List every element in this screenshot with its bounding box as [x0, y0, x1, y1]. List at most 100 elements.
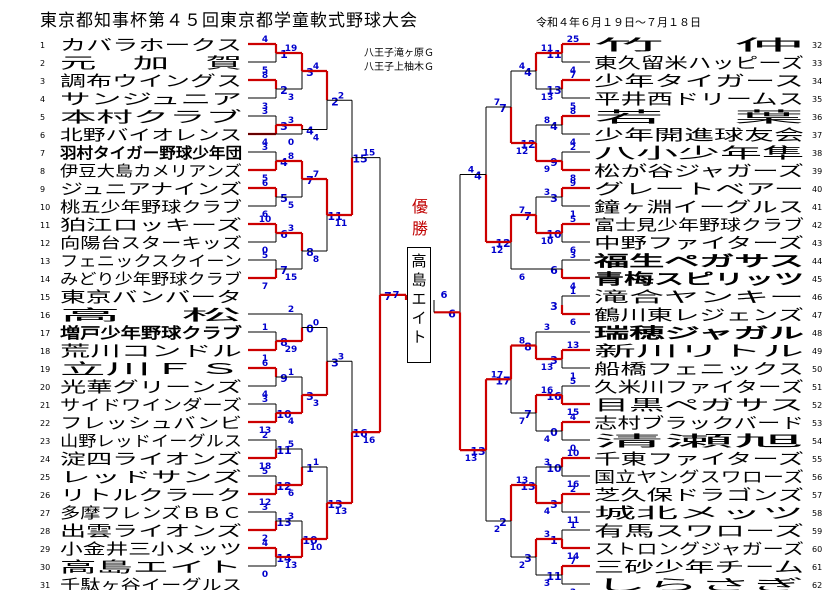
team-name: 竹 仲: [594, 36, 804, 54]
score: 3: [570, 588, 576, 590]
team-number: 53: [812, 419, 822, 428]
team-name: 青梅スピリッツ: [594, 270, 804, 288]
score: 4: [262, 390, 268, 400]
game-number: 4: [280, 156, 288, 169]
team-name: 向陽台スターキッズ: [60, 234, 242, 252]
score: 3: [338, 352, 344, 362]
game-number: 14: [276, 552, 292, 565]
game-number: 7: [499, 102, 507, 115]
score: 5: [262, 66, 268, 76]
score: 11: [567, 516, 580, 526]
team-number: 19: [40, 365, 50, 374]
game-number: 10: [276, 408, 292, 421]
game-number: 1: [550, 534, 558, 547]
team-name: 新川リトル: [594, 342, 804, 360]
score: 6: [262, 359, 268, 369]
team-number: 41: [812, 203, 822, 212]
score: 5: [262, 251, 268, 261]
score: 3: [544, 579, 550, 589]
score: 5: [262, 467, 268, 477]
team-number: 34: [812, 77, 822, 86]
score: 6: [570, 246, 576, 256]
team-name: みどり少年野球クラブ: [60, 270, 242, 288]
score: 5: [570, 377, 576, 387]
score: 4: [288, 417, 294, 427]
team-number: 61: [812, 563, 822, 572]
game-number: 3: [331, 356, 339, 369]
score: 3: [262, 143, 268, 153]
score: 13: [567, 341, 580, 351]
team-number: 55: [812, 455, 822, 464]
score: 8: [544, 116, 550, 126]
score: 1: [262, 323, 268, 333]
score: 5: [288, 201, 294, 211]
score: 19: [285, 44, 298, 54]
game-number: 0: [306, 323, 314, 336]
score: 12: [259, 498, 272, 508]
score: 2: [262, 534, 268, 544]
champion-name: 高島エイト: [407, 247, 431, 363]
score: 4: [519, 62, 525, 72]
score: 4: [570, 282, 576, 292]
team-number: 11: [40, 221, 50, 230]
team-name: しらさぎ: [594, 576, 804, 590]
game-number: 5: [280, 192, 288, 205]
score: 3: [288, 93, 294, 103]
score: 2: [288, 305, 294, 315]
score: 4: [262, 138, 268, 148]
team-number: 40: [812, 185, 822, 194]
score: 0: [313, 319, 319, 329]
game-number: 6: [280, 228, 288, 241]
team-name: グレートベアー: [594, 180, 804, 198]
score: 7: [519, 417, 525, 427]
team-number: 35: [812, 95, 822, 104]
score: 4: [313, 62, 319, 72]
game-number: 11: [546, 48, 561, 61]
score: 4: [570, 138, 576, 148]
team-name: 増戸少年野球クラブ: [60, 324, 242, 342]
team-name: 淀四ライオンズ: [60, 450, 242, 468]
game-number: 3: [550, 498, 558, 511]
team-number: 50: [812, 365, 822, 374]
team-number: 52: [812, 401, 822, 410]
game-number: 11: [546, 570, 561, 583]
game-number: 2: [280, 84, 288, 97]
score: 3: [288, 224, 294, 234]
team-number: 2: [40, 59, 45, 68]
score: 6: [262, 210, 268, 220]
score: 0: [288, 138, 294, 148]
score: 18: [259, 462, 272, 472]
team-name: 元 加 賀: [60, 54, 242, 72]
final-score-left: 7: [393, 290, 400, 301]
team-name: 東京バンバータ: [60, 288, 242, 306]
score: 0: [262, 246, 268, 256]
team-number: 3: [40, 77, 45, 86]
score: 6: [262, 179, 268, 189]
team-name: 三砂少年チーム: [594, 558, 804, 576]
team-number: 33: [812, 59, 822, 68]
game-number: 12: [276, 480, 291, 493]
score: 5: [288, 440, 294, 450]
game-number: 13: [276, 516, 291, 529]
score: 3: [262, 107, 268, 117]
team-name: 荒川コンドル: [60, 342, 242, 360]
team-number: 27: [40, 509, 50, 518]
score: 1: [570, 521, 576, 531]
team-name: 千駄ヶ谷イーグルス: [60, 576, 242, 590]
score: 13: [541, 363, 554, 373]
team-number: 57: [812, 491, 822, 500]
team-name: 高島エイト: [60, 558, 242, 576]
game-number: 3: [524, 552, 532, 565]
game-number: 3: [550, 354, 558, 367]
team-number: 48: [812, 329, 822, 338]
team-name: 船橋フェニックス: [594, 360, 804, 378]
team-number: 31: [40, 581, 50, 590]
team-name: レッドサンズ: [60, 468, 242, 486]
score: 13: [541, 93, 554, 103]
score: 10: [567, 449, 580, 459]
team-number: 12: [40, 239, 50, 248]
game-number: 3: [306, 390, 314, 403]
game-number: 7: [280, 264, 288, 277]
game-number: 13: [327, 498, 342, 511]
team-name: 有馬スワローズ: [594, 522, 804, 540]
